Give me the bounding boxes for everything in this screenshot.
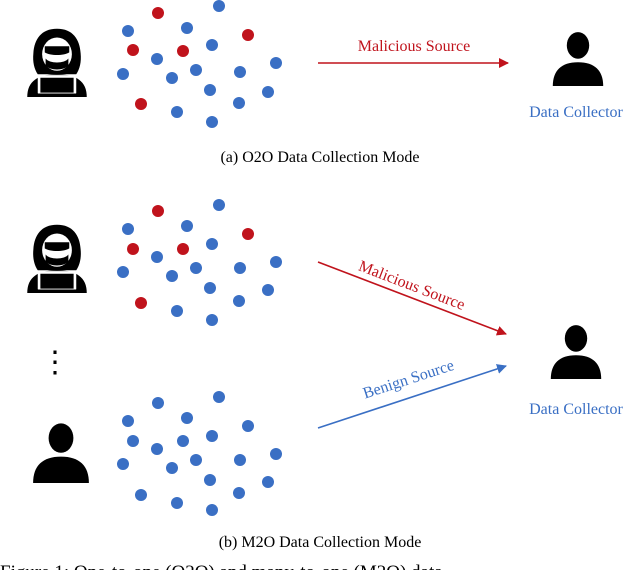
benign-point — [234, 262, 246, 274]
data-points-cluster-benign — [117, 391, 282, 516]
hacker-icon — [27, 224, 87, 293]
benign-point — [166, 270, 178, 282]
malicious-point — [127, 243, 139, 255]
malicious-point — [127, 44, 139, 56]
benign-point — [190, 454, 202, 466]
benign-point — [234, 66, 246, 78]
benign-point — [122, 25, 134, 37]
benign-point — [181, 22, 193, 34]
benign-point — [190, 64, 202, 76]
data-points-cluster — [117, 0, 282, 128]
malicious-point — [152, 7, 164, 19]
benign-arrow — [317, 364, 507, 429]
benign-point — [233, 487, 245, 499]
benign-point — [204, 84, 216, 96]
benign-point — [122, 415, 134, 427]
benign-point — [206, 116, 218, 128]
panel-a-caption: (a) O2O Data Collection Mode — [220, 149, 419, 166]
data-collector-label: Data Collector — [529, 104, 623, 121]
malicious-point — [177, 45, 189, 57]
benign-point — [171, 305, 183, 317]
malicious-arrow — [317, 261, 507, 336]
malicious-point — [152, 205, 164, 217]
user-icon — [33, 423, 89, 483]
malicious-point — [135, 98, 147, 110]
benign-point — [151, 53, 163, 65]
benign-point — [270, 448, 282, 460]
benign-point — [151, 443, 163, 455]
benign-point — [117, 458, 129, 470]
benign-point — [166, 462, 178, 474]
benign-point — [262, 86, 274, 98]
benign-point — [152, 397, 164, 409]
benign-point — [262, 284, 274, 296]
data-collector-label: Data Collector — [529, 401, 623, 418]
benign-point — [270, 57, 282, 69]
user-icon — [552, 32, 604, 86]
benign-point — [204, 474, 216, 486]
benign-point — [135, 489, 147, 501]
user-icon — [550, 325, 602, 379]
benign-point — [177, 435, 189, 447]
benign-point — [234, 454, 246, 466]
panel-b: ⋮ — [27, 199, 624, 551]
malicious-point — [135, 297, 147, 309]
benign-point — [206, 39, 218, 51]
malicious-point — [177, 243, 189, 255]
benign-point — [262, 476, 274, 488]
benign-point — [213, 199, 225, 211]
benign-point — [213, 0, 225, 12]
benign-point — [206, 314, 218, 326]
benign-point — [206, 430, 218, 442]
benign-point — [166, 72, 178, 84]
benign-point — [117, 68, 129, 80]
benign-point — [206, 504, 218, 516]
hacker-icon — [27, 28, 87, 97]
benign-point — [190, 262, 202, 274]
ellipsis: ⋮ — [40, 346, 70, 379]
benign-point — [242, 420, 254, 432]
benign-point — [151, 251, 163, 263]
benign-source-label: Benign Source — [361, 357, 456, 402]
benign-point — [117, 266, 129, 278]
benign-point — [206, 238, 218, 250]
panel-b-caption: (b) M2O Data Collection Mode — [219, 534, 422, 551]
benign-point — [171, 497, 183, 509]
benign-point — [181, 220, 193, 232]
data-points-cluster-malicious — [117, 199, 282, 326]
benign-point — [122, 223, 134, 235]
malicious-point — [242, 29, 254, 41]
benign-point — [233, 97, 245, 109]
benign-point — [270, 256, 282, 268]
malicious-point — [242, 228, 254, 240]
benign-point — [204, 282, 216, 294]
figure-caption: Figure 1: One-to-one (O2O) and many-to-o… — [0, 562, 443, 570]
malicious-source-label: Malicious Source — [356, 258, 467, 314]
malicious-source-label: Malicious Source — [358, 38, 470, 55]
benign-point — [127, 435, 139, 447]
panel-a: Malicious Source Data Collector (a) O2O … — [27, 0, 624, 166]
benign-point — [171, 106, 183, 118]
benign-point — [213, 391, 225, 403]
benign-point — [233, 295, 245, 307]
benign-point — [181, 412, 193, 424]
